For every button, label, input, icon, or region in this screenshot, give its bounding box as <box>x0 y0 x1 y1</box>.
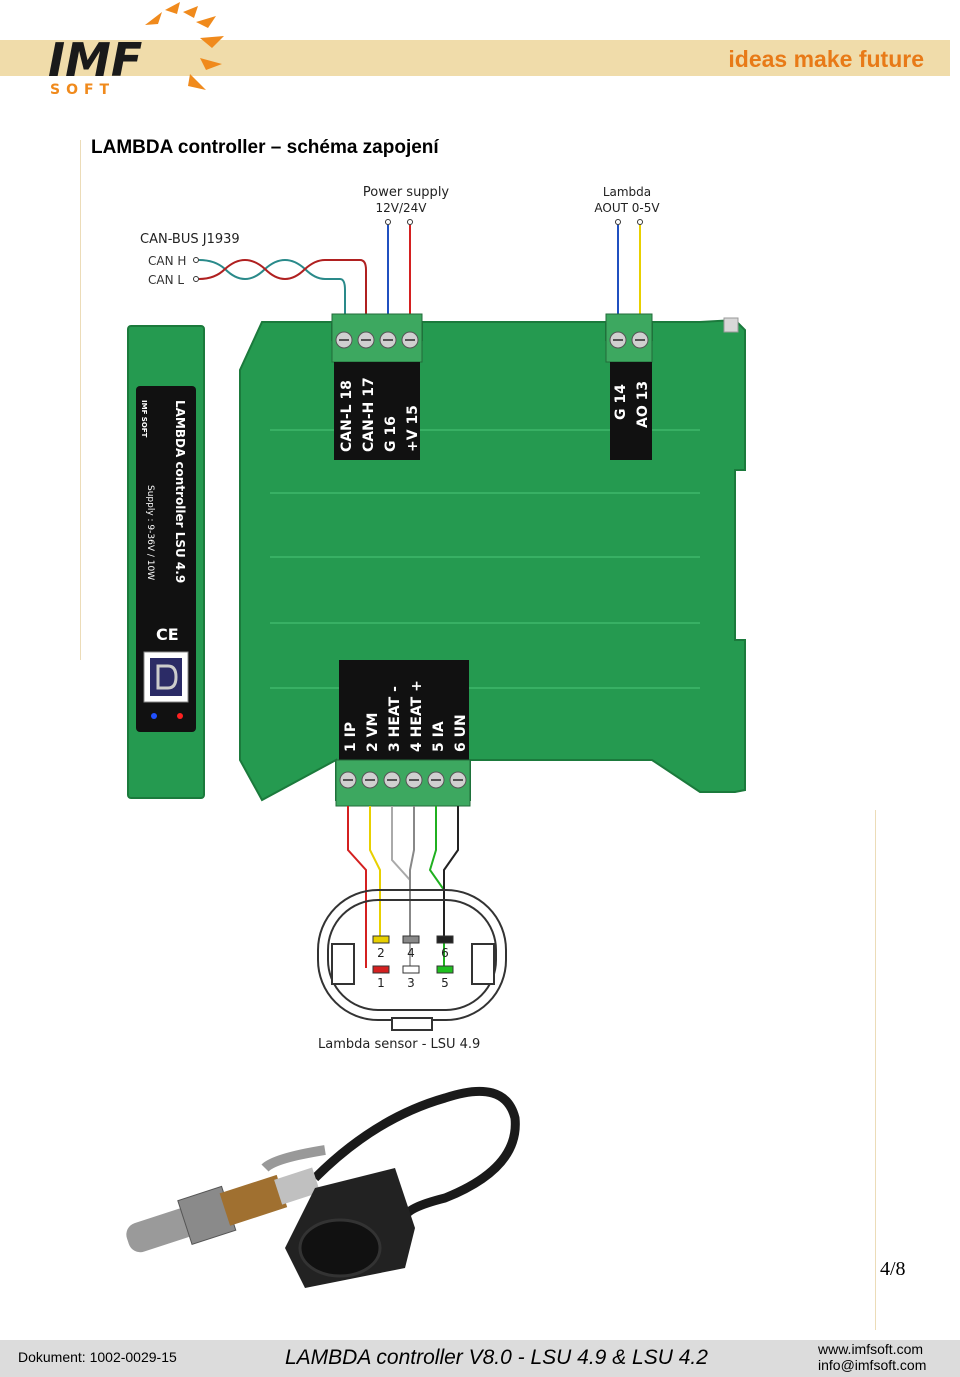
module-label-plate <box>136 386 196 732</box>
terminal-1-ip: 1 IP <box>343 722 359 752</box>
pin-3 <box>402 965 420 974</box>
led-blue <box>151 713 157 719</box>
pin-2 <box>372 935 390 944</box>
terminal-3-heat-minus: 3 HEAT - <box>387 686 403 752</box>
footer-bar <box>0 1340 960 1377</box>
power-supply-label: Power supply <box>363 185 450 200</box>
pin-label-5: 5 <box>441 976 449 990</box>
lsu-connector <box>317 889 507 1031</box>
module-label-supply: Supply : 9-36V / 10W <box>145 485 155 580</box>
header-bar <box>0 40 950 76</box>
footer-website-link[interactable]: www.imfsoft.com <box>818 1341 924 1357</box>
sensor-wires <box>347 806 459 968</box>
can-bus-title: CAN-BUS J1939 <box>140 232 240 247</box>
page-title: LAMBDA controller – schéma zapojení <box>91 137 439 158</box>
pin-6 <box>436 935 454 944</box>
can-l-wire <box>198 258 346 318</box>
logo-subtext: SOFT <box>50 82 115 98</box>
can-h-wire <box>198 258 367 318</box>
terminal-block-top-left <box>331 313 423 460</box>
pin-label-6: 6 <box>441 946 449 960</box>
terminal-can-h-17: CAN-H 17 <box>361 377 377 452</box>
pin-5 <box>436 965 454 974</box>
module-label-title: LAMBDA controller LSU 4.9 <box>173 400 187 583</box>
terminal-block-top-right <box>605 313 653 460</box>
terminal-2-vm: 2 VM <box>365 713 381 752</box>
page-number: 4/8 <box>880 1258 906 1280</box>
can-l-terminal <box>193 276 199 282</box>
can-h-terminal <box>193 257 199 263</box>
logo-text: IMF <box>48 33 142 87</box>
terminal-4-heat-plus: 4 HEAT + <box>409 680 425 752</box>
module-label-logo: IMF SOFT <box>140 400 148 438</box>
pin-1 <box>372 965 390 974</box>
terminal-can-l-18: CAN-L 18 <box>339 380 355 452</box>
terminal-g-14: G 14 <box>613 384 629 420</box>
led-red <box>177 713 183 719</box>
terminal-6-un: 6 UN <box>453 714 469 752</box>
lambda-out-label: Lambda <box>603 185 651 199</box>
pin-label-2: 2 <box>377 946 385 960</box>
wiring-diagram: CAN-BUS J1939 CAN H CAN L Power supply 1… <box>127 185 746 1052</box>
ce-mark: CE <box>156 625 179 644</box>
terminal-g-16: G 16 <box>383 416 399 452</box>
terminal-ao-13: AO 13 <box>635 381 651 428</box>
sensor-label: Lambda sensor - LSU 4.9 <box>318 1037 480 1052</box>
header-tagline: ideas make future <box>728 46 924 72</box>
lambda-gnd-terminal <box>615 219 621 225</box>
lambda-aout-label: AOUT 0-5V <box>594 201 660 215</box>
lambda-aout-terminal <box>637 219 643 225</box>
left-margin-rule <box>80 140 81 660</box>
footer-title: LAMBDA controller V8.0 - LSU 4.9 & LSU 4… <box>285 1346 708 1369</box>
footer-email-link[interactable]: info@imfsoft.com <box>818 1357 927 1373</box>
terminal-5-ia: 5 IA <box>431 721 447 752</box>
pin-label-4: 4 <box>407 946 415 960</box>
lambda-sensor-photo <box>126 1086 520 1288</box>
power-voltage-label: 12V/24V <box>376 201 428 215</box>
power-gnd-terminal <box>385 219 391 225</box>
terminal-block-bottom <box>335 660 471 807</box>
pin-label-1: 1 <box>377 976 385 990</box>
terminal-v-15: +V 15 <box>405 405 421 452</box>
can-h-label: CAN H <box>148 254 186 268</box>
din-clip <box>723 317 739 333</box>
footer-document-id: Dokument: 1002-0029-15 <box>18 1349 177 1365</box>
imf-soft-logo: IMF SOFT <box>48 2 224 98</box>
module-front-housing <box>239 318 746 802</box>
right-margin-rule <box>875 810 876 1330</box>
power-v-terminal <box>407 219 413 225</box>
can-l-label: CAN L <box>148 273 184 287</box>
pin-label-3: 3 <box>407 976 415 990</box>
pin-4 <box>402 935 420 944</box>
